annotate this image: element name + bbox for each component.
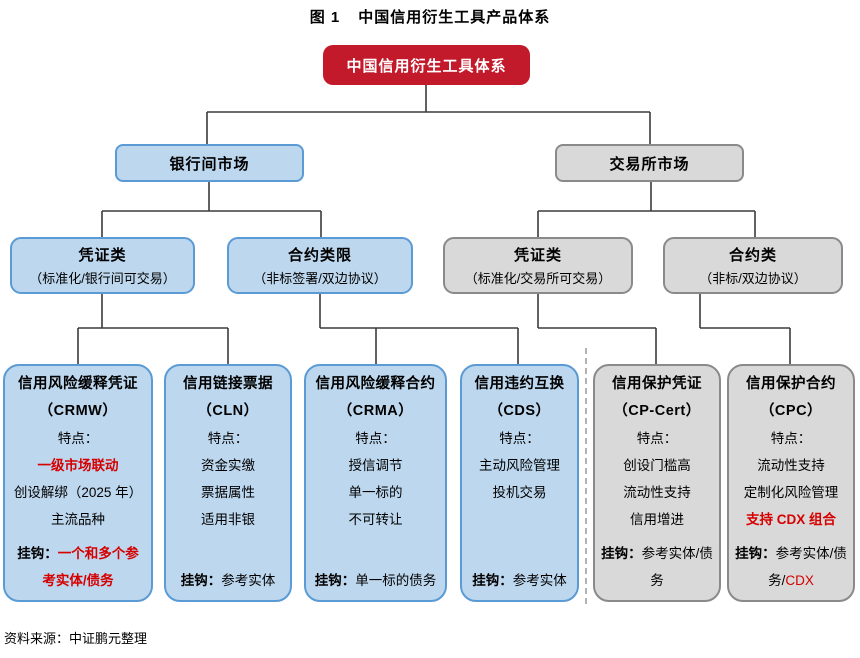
feature-line: 主动风险管理 — [479, 458, 560, 473]
category-subtitle: （标准化/银行间可交易） — [29, 270, 176, 286]
figure-title: 图 1 中国信用衍生工具产品体系 — [0, 6, 860, 27]
category-name: 凭证类 — [513, 246, 562, 264]
connector-exchange-to-categories — [537, 182, 756, 237]
category-node-cert-interbank: 凭证类 （标准化/银行间可交易） — [10, 237, 195, 294]
anchor-text: 单一标的债务 — [355, 573, 437, 588]
anchor-line: 挂钩：一个和多个参考实体/债务 — [11, 540, 145, 594]
anchor-line: 挂钩：单一标的债务 — [315, 567, 437, 594]
feature-line: 流动性支持 — [623, 485, 691, 500]
figure-label: 图 1 — [309, 9, 341, 26]
source-note: 资料来源：中证鹏元整理 — [4, 631, 148, 646]
anchor-text: 参考实体 — [221, 573, 276, 588]
features-label: 特点： — [57, 431, 99, 446]
connector-cert-interbank — [77, 294, 229, 364]
category-node-cert-exchange: 凭证类 （标准化/交易所可交易） — [443, 237, 633, 294]
product-code: （CP-Cert） — [613, 403, 701, 419]
product-title: 信用链接票据 — [183, 376, 273, 392]
connector-contract-interbank — [319, 294, 519, 364]
feature-line: 主流品种 — [51, 512, 105, 527]
anchor-line: 挂钩：参考实体/债务 — [601, 540, 713, 594]
market-label: 银行间市场 — [169, 155, 250, 173]
product-code: （CDS） — [488, 403, 551, 419]
feature-line: 流动性支持 — [757, 458, 825, 473]
feature-line: 票据属性 — [201, 485, 255, 500]
anchor-text: 参考实体 — [512, 573, 567, 588]
product-code: （CPC） — [759, 403, 823, 419]
anchor-text: 参考实体/债务/ — [768, 546, 847, 588]
connector-interbank-to-categories — [101, 182, 322, 237]
product-title: 信用风险缓释凭证 — [18, 376, 138, 392]
features-label: 特点： — [355, 431, 396, 446]
connector-contract-exchange — [699, 294, 791, 364]
features-label: 特点： — [770, 431, 812, 446]
category-subtitle: （非标签署/双边协议） — [253, 270, 387, 286]
anchor-label: 挂钩： — [314, 573, 356, 588]
anchor-line: 挂钩：参考实体/债务/CDX — [735, 540, 847, 594]
root-node: 中国信用衍生工具体系 — [323, 45, 530, 85]
feature-line: 授信调节 — [348, 458, 403, 473]
anchor-label: 挂钩： — [180, 573, 222, 588]
market-node-exchange: 交易所市场 — [555, 144, 744, 182]
anchor-line: 挂钩：参考实体 — [181, 567, 276, 594]
category-subtitle: （非标/双边协议） — [699, 270, 807, 286]
feature-line: 投机交易 — [492, 485, 547, 500]
feature-line: 定制化风险管理 — [743, 485, 839, 500]
anchor-label: 挂钩： — [601, 546, 642, 561]
anchor-text: 参考实体/债务 — [641, 546, 713, 588]
category-node-contract-exchange: 合约类 （非标/双边协议） — [663, 237, 843, 294]
features-label: 特点： — [499, 431, 540, 446]
product-title: 信用保护凭证 — [612, 376, 702, 392]
product-title: 信用违约互换 — [474, 376, 565, 392]
connector-root-to-markets — [206, 85, 651, 144]
product-card-cln: 信用链接票据 （CLN） 特点： 资金实缴 票据属性 适用非银 挂钩：参考实体 — [164, 364, 292, 602]
product-title: 信用风险缓释合约 — [315, 376, 436, 392]
product-title: 信用保护合约 — [746, 376, 836, 392]
anchor-line: 挂钩：参考实体 — [472, 567, 567, 594]
product-code: （CRMW） — [38, 403, 118, 419]
category-node-contract-interbank: 合约类限 （非标签署/双边协议） — [227, 237, 413, 294]
product-card-cp-cert: 信用保护凭证 （CP-Cert） 特点： 创设门槛高 流动性支持 信用增进 挂钩… — [593, 364, 721, 602]
product-card-cds: 信用违约互换 （CDS） 特点： 主动风险管理 投机交易 挂钩：参考实体 — [460, 364, 579, 602]
anchor-label: 挂钩： — [17, 546, 58, 561]
feature-line: 一级市场联动 — [37, 458, 119, 473]
anchor-label: 挂钩： — [472, 573, 513, 588]
features-label: 特点： — [636, 431, 678, 446]
anchor-text-highlight: CDX — [785, 573, 814, 588]
category-subtitle: （标准化/交易所可交易） — [464, 270, 612, 286]
category-name: 凭证类 — [78, 246, 127, 264]
feature-line: 不可转让 — [348, 512, 403, 527]
product-card-crmw: 信用风险缓释凭证 （CRMW） 特点： 一级市场联动 创设解绑（2025 年） … — [3, 364, 153, 602]
feature-line: 单一标的 — [348, 485, 403, 500]
product-card-cpc: 信用保护合约 （CPC） 特点： 流动性支持 定制化风险管理 支持 CDX 组合… — [727, 364, 855, 602]
product-card-crma: 信用风险缓释合约 （CRMA） 特点： 授信调节 单一标的 不可转让 挂钩：单一… — [304, 364, 447, 602]
feature-line: 适用非银 — [201, 512, 255, 527]
product-code: （CLN） — [197, 403, 259, 419]
feature-line: 支持 CDX 组合 — [745, 512, 836, 527]
anchor-label: 挂钩： — [735, 546, 776, 561]
feature-line: 创设门槛高 — [623, 458, 691, 473]
figure-title-text: 中国信用衍生工具产品体系 — [358, 9, 551, 26]
feature-line: 信用增进 — [630, 512, 684, 527]
feature-line: 资金实缴 — [201, 458, 255, 473]
category-name: 合约类限 — [287, 246, 352, 264]
product-code: （CRMA） — [337, 403, 414, 419]
features-label: 特点： — [207, 431, 249, 446]
connector-cert-exchange — [537, 294, 657, 364]
market-node-interbank: 银行间市场 — [115, 144, 304, 182]
anchor-text: 一个和多个参考实体/债务 — [42, 546, 139, 588]
market-label: 交易所市场 — [609, 155, 690, 173]
root-node-label: 中国信用衍生工具体系 — [346, 57, 507, 75]
feature-line: 创设解绑（2025 年） — [13, 485, 143, 500]
category-name: 合约类 — [728, 246, 777, 264]
